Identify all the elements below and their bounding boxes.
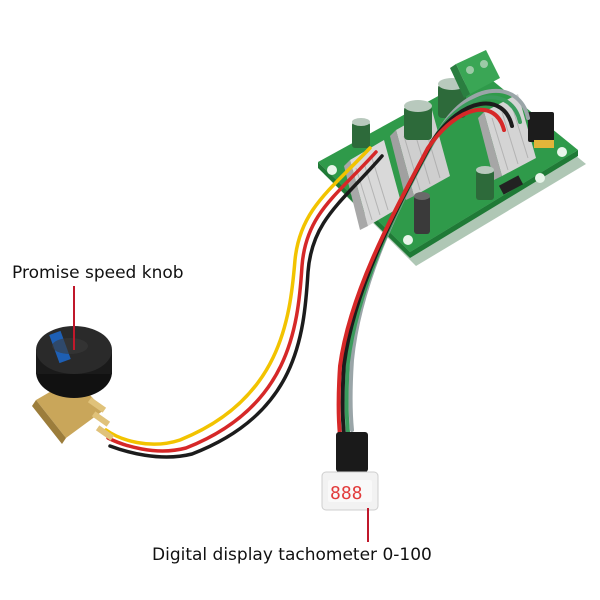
mount-hole: [327, 165, 337, 175]
tachometer-display: 888: [321, 432, 379, 511]
mount-hole: [403, 235, 413, 245]
pin-header: [528, 112, 554, 148]
knob-label: Promise speed knob: [12, 263, 184, 283]
knob-wires: [104, 146, 384, 459]
mount-hole: [535, 173, 545, 183]
capacitor: [476, 166, 494, 200]
display-wires: [336, 88, 530, 438]
ic-chip: [498, 175, 524, 195]
led-tachometer-icon: 888: [321, 471, 379, 511]
capacitor: [414, 192, 430, 234]
screw-terminal: [450, 50, 500, 98]
capacitor: [404, 100, 432, 140]
display-digits: 888: [330, 483, 363, 504]
tachometer-label: Digital display tachometer 0-100: [152, 545, 432, 565]
mount-hole: [557, 147, 567, 157]
display-connector: [336, 432, 368, 472]
capacitor: [352, 118, 370, 148]
